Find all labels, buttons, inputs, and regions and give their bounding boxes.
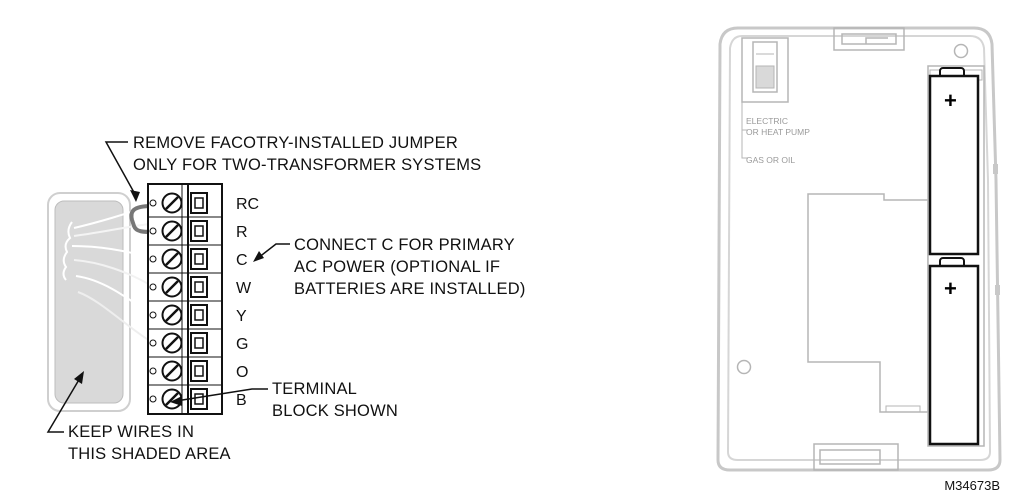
c-callout-line1: CONNECT C FOR PRIMARY bbox=[294, 236, 515, 254]
terminal-label-o: O bbox=[236, 364, 248, 381]
factory-jumper-wire bbox=[129, 204, 153, 234]
jumper-callout-line2: ONLY FOR TWO-TRANSFORMER SYSTEMS bbox=[133, 156, 481, 174]
terminal-c bbox=[148, 244, 222, 270]
wires-callout-line2: THIS SHADED AREA bbox=[68, 445, 231, 463]
c-callout-line2: AC POWER (OPTIONAL IF bbox=[294, 258, 500, 276]
shaded-wire-area bbox=[54, 200, 124, 404]
wall-hole-edge bbox=[62, 221, 73, 281]
callout-terminal-block: TERMINAL BLOCK SHOWN bbox=[170, 380, 398, 420]
switch-label-gas: GAS OR OIL bbox=[746, 155, 795, 165]
tb-callout-line2: BLOCK SHOWN bbox=[272, 402, 398, 420]
callout-c-terminal: CONNECT C FOR PRIMARY AC POWER (OPTIONAL… bbox=[253, 236, 526, 298]
terminal-label-w: W bbox=[236, 280, 252, 297]
terminal-block bbox=[147, 183, 223, 415]
terminal-rc bbox=[149, 192, 208, 214]
thermostat-back-housing: ELECTRIC OR HEAT PUMP GAS OR OIL + + M34… bbox=[716, 26, 1002, 493]
terminal-o bbox=[148, 356, 222, 382]
battery-top: + bbox=[928, 67, 980, 256]
wire-opening-outline bbox=[47, 192, 131, 412]
terminal-label-g: G bbox=[236, 336, 248, 353]
terminal-y bbox=[148, 300, 222, 326]
switch-label-electric-line2: OR HEAT PUMP bbox=[746, 127, 810, 137]
system-switch bbox=[741, 37, 789, 103]
c-callout-line3: BATTERIES ARE INSTALLED) bbox=[294, 280, 526, 298]
wires-callout-line1: KEEP WIRES IN bbox=[68, 423, 194, 441]
recess-tab bbox=[885, 405, 921, 413]
terminal-label-b: B bbox=[236, 392, 247, 409]
jumper-callout-line1: REMOVE FACOTRY-INSTALLED JUMPER bbox=[133, 134, 458, 152]
terminal-label-c: C bbox=[236, 252, 248, 269]
switch-bracket bbox=[741, 102, 748, 159]
switch-label-electric-line1: ELECTRIC bbox=[746, 116, 788, 126]
housing-inner bbox=[726, 35, 992, 461]
battery-bottom-plus-icon: + bbox=[944, 276, 957, 301]
terminal-r bbox=[148, 216, 222, 242]
bottom-clip bbox=[813, 443, 899, 471]
terminal-g bbox=[148, 328, 222, 354]
mounting-hole-bottom bbox=[736, 359, 752, 375]
terminal-w bbox=[148, 272, 222, 298]
terminal-label-rc: RC bbox=[236, 196, 259, 213]
callout-jumper: REMOVE FACOTRY-INSTALLED JUMPER ONLY FOR… bbox=[104, 134, 481, 202]
side-nubs bbox=[993, 164, 1000, 295]
top-clip bbox=[833, 27, 905, 51]
figure-code: M34673B bbox=[944, 478, 1000, 493]
battery-bottom: + bbox=[928, 257, 980, 446]
tb-callout-line1: TERMINAL bbox=[272, 380, 357, 398]
terminal-label-r: R bbox=[236, 224, 248, 241]
mounting-hole-top bbox=[953, 43, 969, 59]
terminal-label-y: Y bbox=[236, 308, 247, 325]
battery-top-plus-icon: + bbox=[944, 88, 957, 113]
callout-wires-area: KEEP WIRES IN THIS SHADED AREA bbox=[46, 371, 231, 463]
